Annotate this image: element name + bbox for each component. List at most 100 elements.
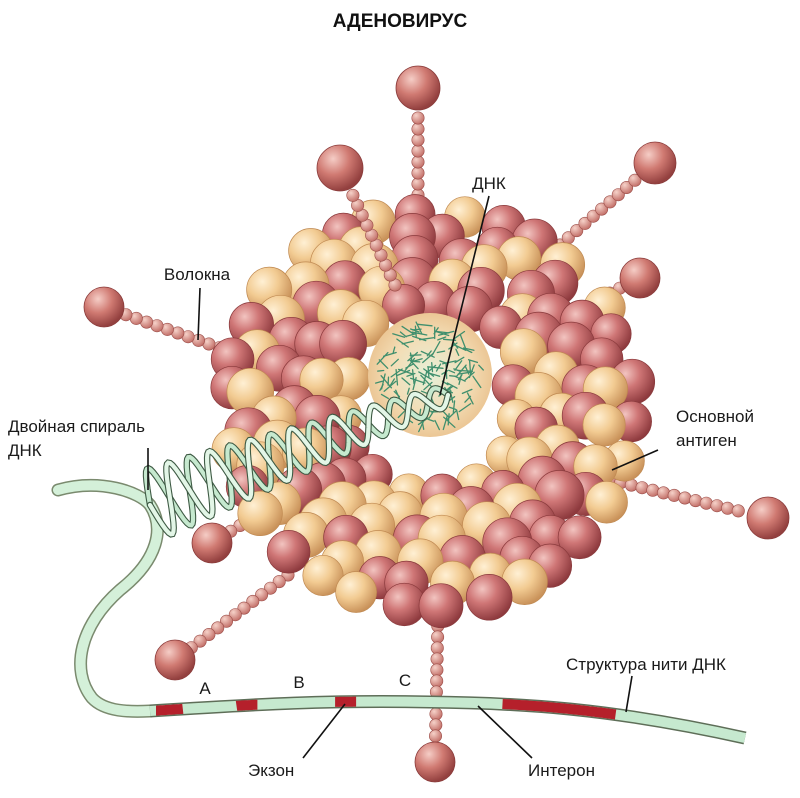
dna-fragment [422,352,434,364]
dna-fragment [427,364,437,373]
capsomer-penton [335,571,377,613]
fibers-front-group [316,144,402,292]
fiber-bead [721,501,735,515]
fiber-bead [570,224,584,238]
fiber-bead [430,663,444,677]
dna-fragment [448,406,457,411]
dna-fragment [395,369,399,386]
fiber-bead [429,707,443,721]
fiber-bead [411,177,425,191]
dna-fragment [438,330,455,336]
dna-fragment [437,336,447,341]
dna-fragment [396,338,409,348]
dna-fragment [427,366,444,369]
fiber-bead [411,155,425,169]
dna-fragment [452,330,466,340]
dna-fragment [447,413,450,426]
fiber-bead [193,634,207,648]
fiber-bead [731,504,745,518]
fiber-bead [635,481,649,495]
core-disc [368,313,492,437]
fiber-bead [246,594,260,608]
label-dnk: ДНК [472,174,506,193]
label-segment-b: B [293,673,304,692]
dna-fragment [427,418,435,422]
leader-intron [477,705,533,759]
fiber-bead [211,621,225,635]
capsomer-hexon [557,515,602,560]
dna-fragment [415,321,423,335]
fiber-bead [411,111,425,125]
dna-fragment [478,364,484,371]
label-double-helix-2: ДНК [8,441,42,460]
fiber-bead [429,718,443,732]
capsomer-penton [302,554,344,597]
dna-fragment [390,358,399,367]
fiber [553,141,677,252]
dna-fragment [449,375,457,378]
diagram-title: АДЕНОВИРУС [333,11,468,32]
fiber-bead [411,133,425,147]
fiber-knob [414,741,456,783]
fiber [603,473,790,540]
label-main-antigen-1: Основной [676,407,754,426]
dna-fragment [409,352,413,362]
fiber-bead [628,173,642,187]
fiber-bead [346,188,360,202]
fiber-bead [667,488,681,502]
dna-fragment [466,392,474,405]
capsomer-hexon [418,583,464,629]
dna-fragment [427,367,430,379]
dna-fragment [405,333,417,337]
dna-fragment [448,369,456,374]
label-exon: Экзон [248,761,294,780]
label-segment-c: C [399,671,411,690]
dna-fragment [468,359,472,375]
fiber-bead [237,601,251,615]
fiber-bead [263,581,277,595]
exon-segment [235,699,258,711]
fiber-bead [411,144,425,158]
adenovirus-capsid-icon [210,194,656,629]
fiber-bead [228,608,242,622]
dna-strand-structure [149,694,747,745]
fiber-knob [633,141,677,185]
dna-fragment [409,328,420,333]
label-segment-a: A [199,679,211,698]
fiber-bead [620,181,634,195]
dna-fragment [409,354,422,357]
fiber-knob [316,144,364,192]
dna-fragment [448,342,458,350]
dna-fragment [411,331,428,336]
dna-fragment [406,387,410,395]
fiber-bead [431,630,445,644]
dna-fragment [412,335,427,342]
dna-fragment [399,331,407,338]
exon-segment [502,699,617,720]
leader-exon [302,703,346,759]
capsomer-hexon [266,530,311,574]
leader-strand [625,675,633,713]
dna-fragment [383,380,397,392]
dna-fragment [401,377,411,386]
dna-fragment [418,336,435,341]
dna-fragment [392,333,406,338]
dna-fragment [376,351,389,365]
dna-fragment [379,383,384,392]
fiber [154,568,295,681]
dna-fragment [374,380,384,384]
dna-fragment [439,360,449,365]
dna-fragment [426,350,432,357]
fiber-bead [595,202,609,216]
dna-fragment [463,348,473,354]
dna-fragment [454,375,466,382]
dna-fragment [380,393,389,400]
dna-fragment [468,364,475,379]
dna-fragment [423,381,433,391]
dna-fragment [452,343,467,351]
fiber-bead [255,588,269,602]
exon-segment [156,703,184,716]
dna-fragment [420,374,432,387]
dna-fragment [446,382,458,389]
fiber-bead [272,575,286,589]
